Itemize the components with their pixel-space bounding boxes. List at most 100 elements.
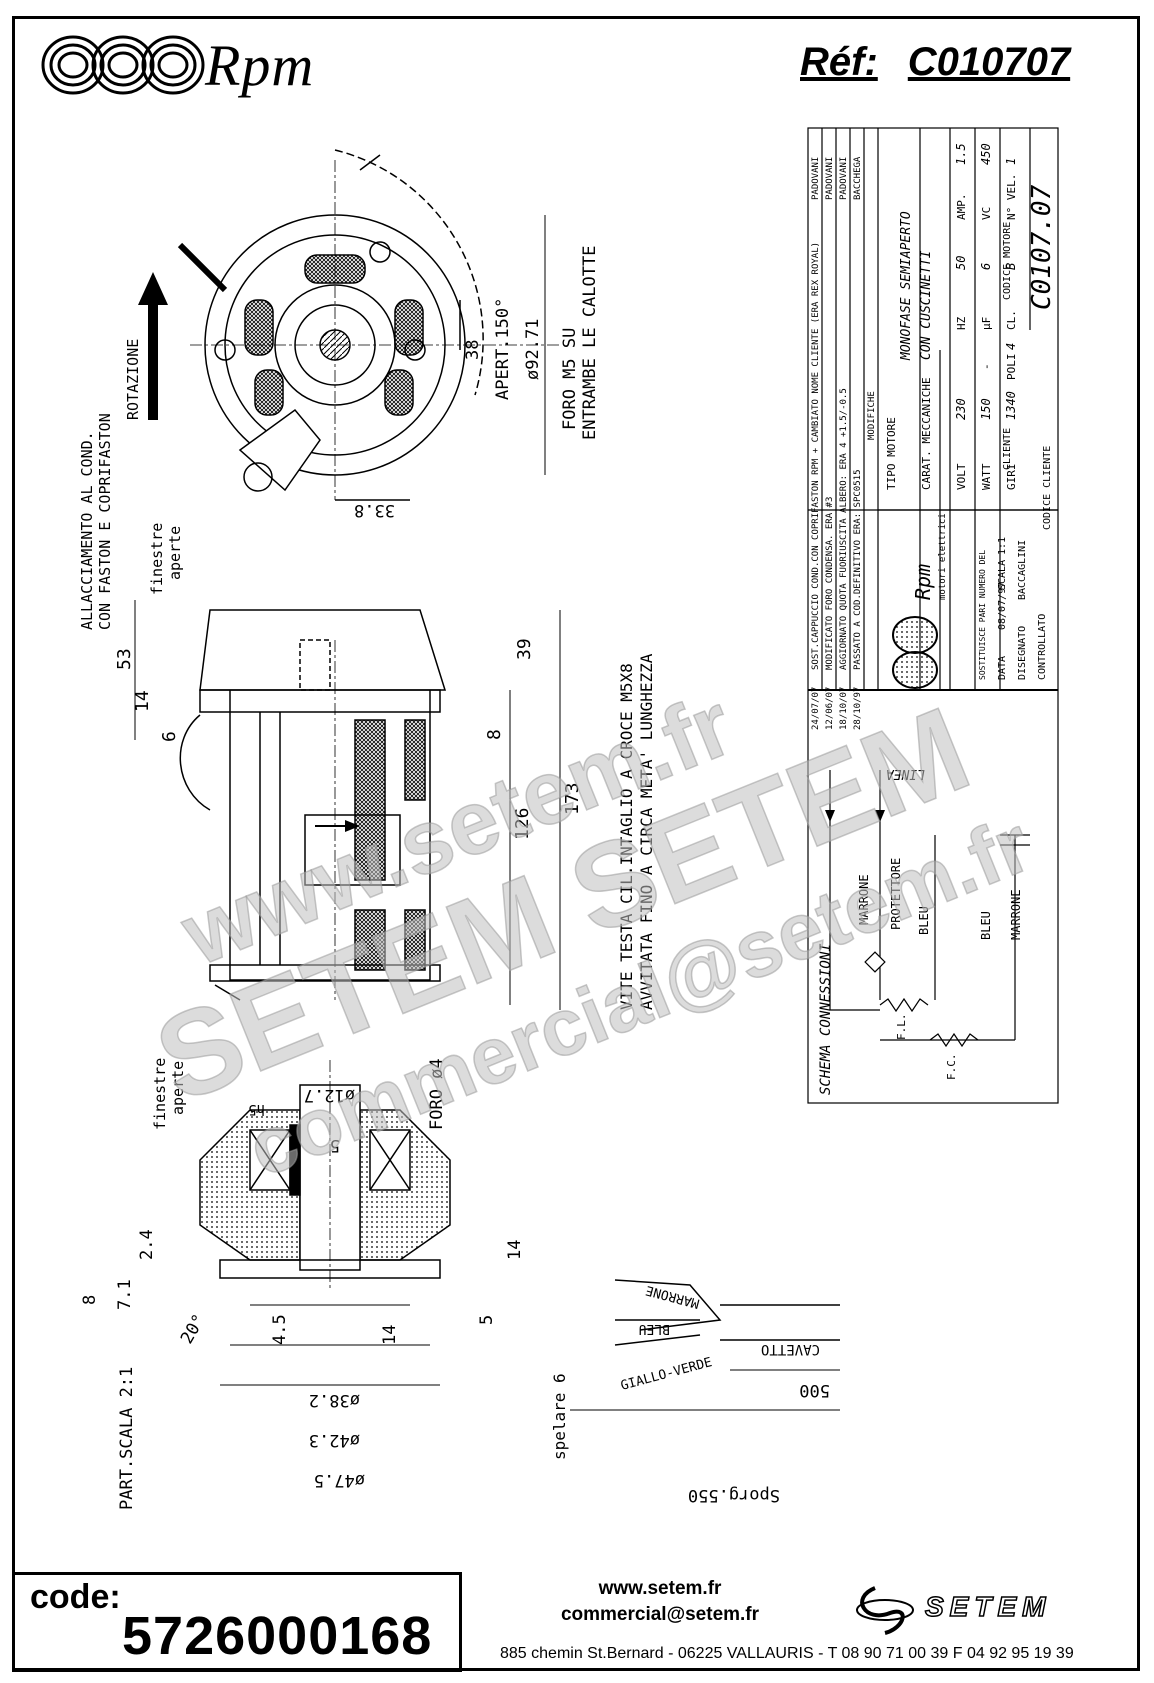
svg-text:PADOVANI: PADOVANI [839,157,849,200]
page-frame [12,16,1140,1671]
svg-text:28/10/97: 28/10/97 [853,687,863,730]
svg-text:µF: µF [980,317,993,330]
svg-text:WATT: WATT [980,463,993,490]
svg-text:CODICE MOTORE: CODICE MOTORE [1002,222,1013,300]
d9271-label: ø92.71 [523,319,543,380]
vite-label: VITE TESTA CIL.INTAGLIO A CROCE M5X8 [617,663,636,1010]
svg-text:-: - [980,363,993,370]
svg-text:PASSATO A COD.DEFINITIVO ERA:: PASSATO A COD.DEFINITIVO ERA: SPC0515 [853,470,863,670]
d71-label: 7.1 [115,1279,135,1310]
d5-label: 5 [330,1135,340,1155]
email-link[interactable]: commercial@setem.fr [560,1604,760,1625]
website-link[interactable]: www.setem.fr [598,1578,722,1599]
svg-text:HZ: HZ [955,316,968,330]
d14c-label: 14 [505,1240,525,1260]
svg-text:MARRONE: MARRONE [1009,889,1023,940]
svg-text:SOST.CAPPUCCIO COND.CON COPRIF: SOST.CAPPUCCIO COND.CON COPRIFASTON RPM … [811,242,821,670]
svg-text:GIRI: GIRI [1005,464,1018,491]
rotation-arrow-icon [138,272,168,420]
d5b-label: 5 [477,1315,497,1325]
svg-text:-: - [977,554,988,560]
svg-text:BACCHEGA: BACCHEGA [853,156,863,200]
svg-text:CARAT. MECCANICHE: CARAT. MECCANICHE [920,377,933,490]
svg-text:C0107.07: C0107.07 [1027,184,1057,310]
svg-text:MODIFICHE: MODIFICHE [867,391,877,440]
code-label: code: [30,1578,121,1616]
svg-text:MARRONE: MARRONE [857,874,871,925]
d500-label: 500 [799,1380,830,1400]
specs-rows: VOLT 230 HZ 50 AMP. 1.5 WATT 150 µF 6 VC… [954,143,1018,490]
avvitata-label: AVVITATA FINO A CIRCA META' LUNGHEZZA [637,653,656,1010]
d24-label: 2.4 [137,1229,157,1260]
motor-end-view [177,149,560,501]
rpm-small-logo [892,616,938,689]
d14b-label: 14 [380,1325,400,1345]
finestre2-label: finestre [151,1058,169,1130]
svg-text:BLEU: BLEU [917,906,931,935]
setem-logo: SETEM [856,1586,1051,1635]
svg-text:50: 50 [954,256,968,270]
schema-title: SCHEMA CONNESSIONI [818,943,834,1095]
d338-label: 33.8 [354,500,395,520]
svg-text:CLIENTE: CLIENTE [1002,428,1013,470]
svg-text:230: 230 [954,398,968,420]
svg-text:N° VEL.: N° VEL. [1005,174,1018,220]
svg-text:24/07/07: 24/07/07 [811,687,821,730]
allacciamento2-label: CON FASTON E COPRIFASTON [96,413,114,630]
finestre-label: finestre [148,523,166,595]
svg-text:DATA: DATA [997,656,1008,680]
cable-marrone-label: MARRONE [644,1282,701,1311]
svg-text:CONTROLLATO: CONTROLLATO [1037,614,1048,680]
svg-text:1:1: 1:1 [997,537,1008,555]
title-block [807,127,1059,1104]
foro4-label: FORO ø4 [427,1058,447,1130]
company-address: 885 chemin St.Bernard - 06225 VALLAURIS … [500,1645,1074,1662]
aperte-label: aperte [166,526,184,580]
allacciamento-label: ALLACCIAMENTO AL COND. [78,431,96,630]
d8b-label: 8 [80,1295,100,1305]
svg-text:1340: 1340 [1004,391,1018,420]
rpm-coil-logo [41,35,205,95]
svg-text:450: 450 [979,143,993,165]
svg-text:POLI: POLI [1005,354,1018,381]
revision-rows: SOST.CAPPUCCIO COND.CON COPRIFASTON RPM … [811,156,877,730]
spelare-label: spelare 6 [550,1373,569,1460]
svg-text:MONOFASE SEMIAPERTO: MONOFASE SEMIAPERTO [899,211,914,361]
svg-text:150: 150 [979,398,993,420]
ref-label: Réf: [800,40,878,84]
d475-label: ø47.5 [314,1470,365,1490]
d382-label: ø38.2 [309,1390,360,1410]
cable-giallo-label: GIALLO-VERDE [619,1355,714,1394]
foro-m5-label: FORO M5 SU [560,328,580,430]
code-value: 5726000168 [122,1606,433,1666]
svg-text:BLEU: BLEU [979,911,993,940]
cable-bleu-label: BLEU [639,1321,670,1336]
svg-text:PROTETTORE: PROTETTORE [889,858,903,930]
svg-text:CODICE CLIENTE: CODICE CLIENTE [1042,446,1053,530]
svg-text:PADOVANI: PADOVANI [811,157,821,200]
d127-label: ø12.7 [304,1085,355,1105]
svg-text:AGGIORNATO QUOTA FUORIUSCITA A: AGGIORNATO QUOTA FUORIUSCITA ALBERO: ERA… [839,388,849,670]
svg-text:VOLT: VOLT [955,463,968,490]
svg-text:CL.: CL. [1005,310,1018,330]
d173-label: 173 [562,782,583,815]
svg-text:SCALA: SCALA [997,560,1008,590]
svg-text:12/06/07: 12/06/07 [825,687,835,730]
svg-text:SETEM: SETEM [925,1591,1051,1622]
rotazione-label: ROTAZIONE [124,339,142,420]
svg-text:18/10/07: 18/10/07 [839,687,849,730]
reference-number: Réf:C010707 [800,40,1070,85]
d53-label: 53 [114,648,135,670]
entrambe-label: ENTRAMBE LE CALOTTE [580,246,600,440]
h5-label: h5 [248,1101,265,1117]
svg-text:1.5: 1.5 [954,143,968,165]
d6-label: 6 [159,731,180,742]
brand-name: Rpm [205,33,315,98]
d14-label: 14 [132,690,153,712]
d423-label: ø42.3 [309,1430,360,1450]
svg-text:1: 1 [1004,158,1018,165]
svg-text:B: B [1004,263,1018,270]
svg-text:F.C.: F.C. [945,1054,958,1081]
svg-text:LINEA: LINEA [886,766,925,781]
